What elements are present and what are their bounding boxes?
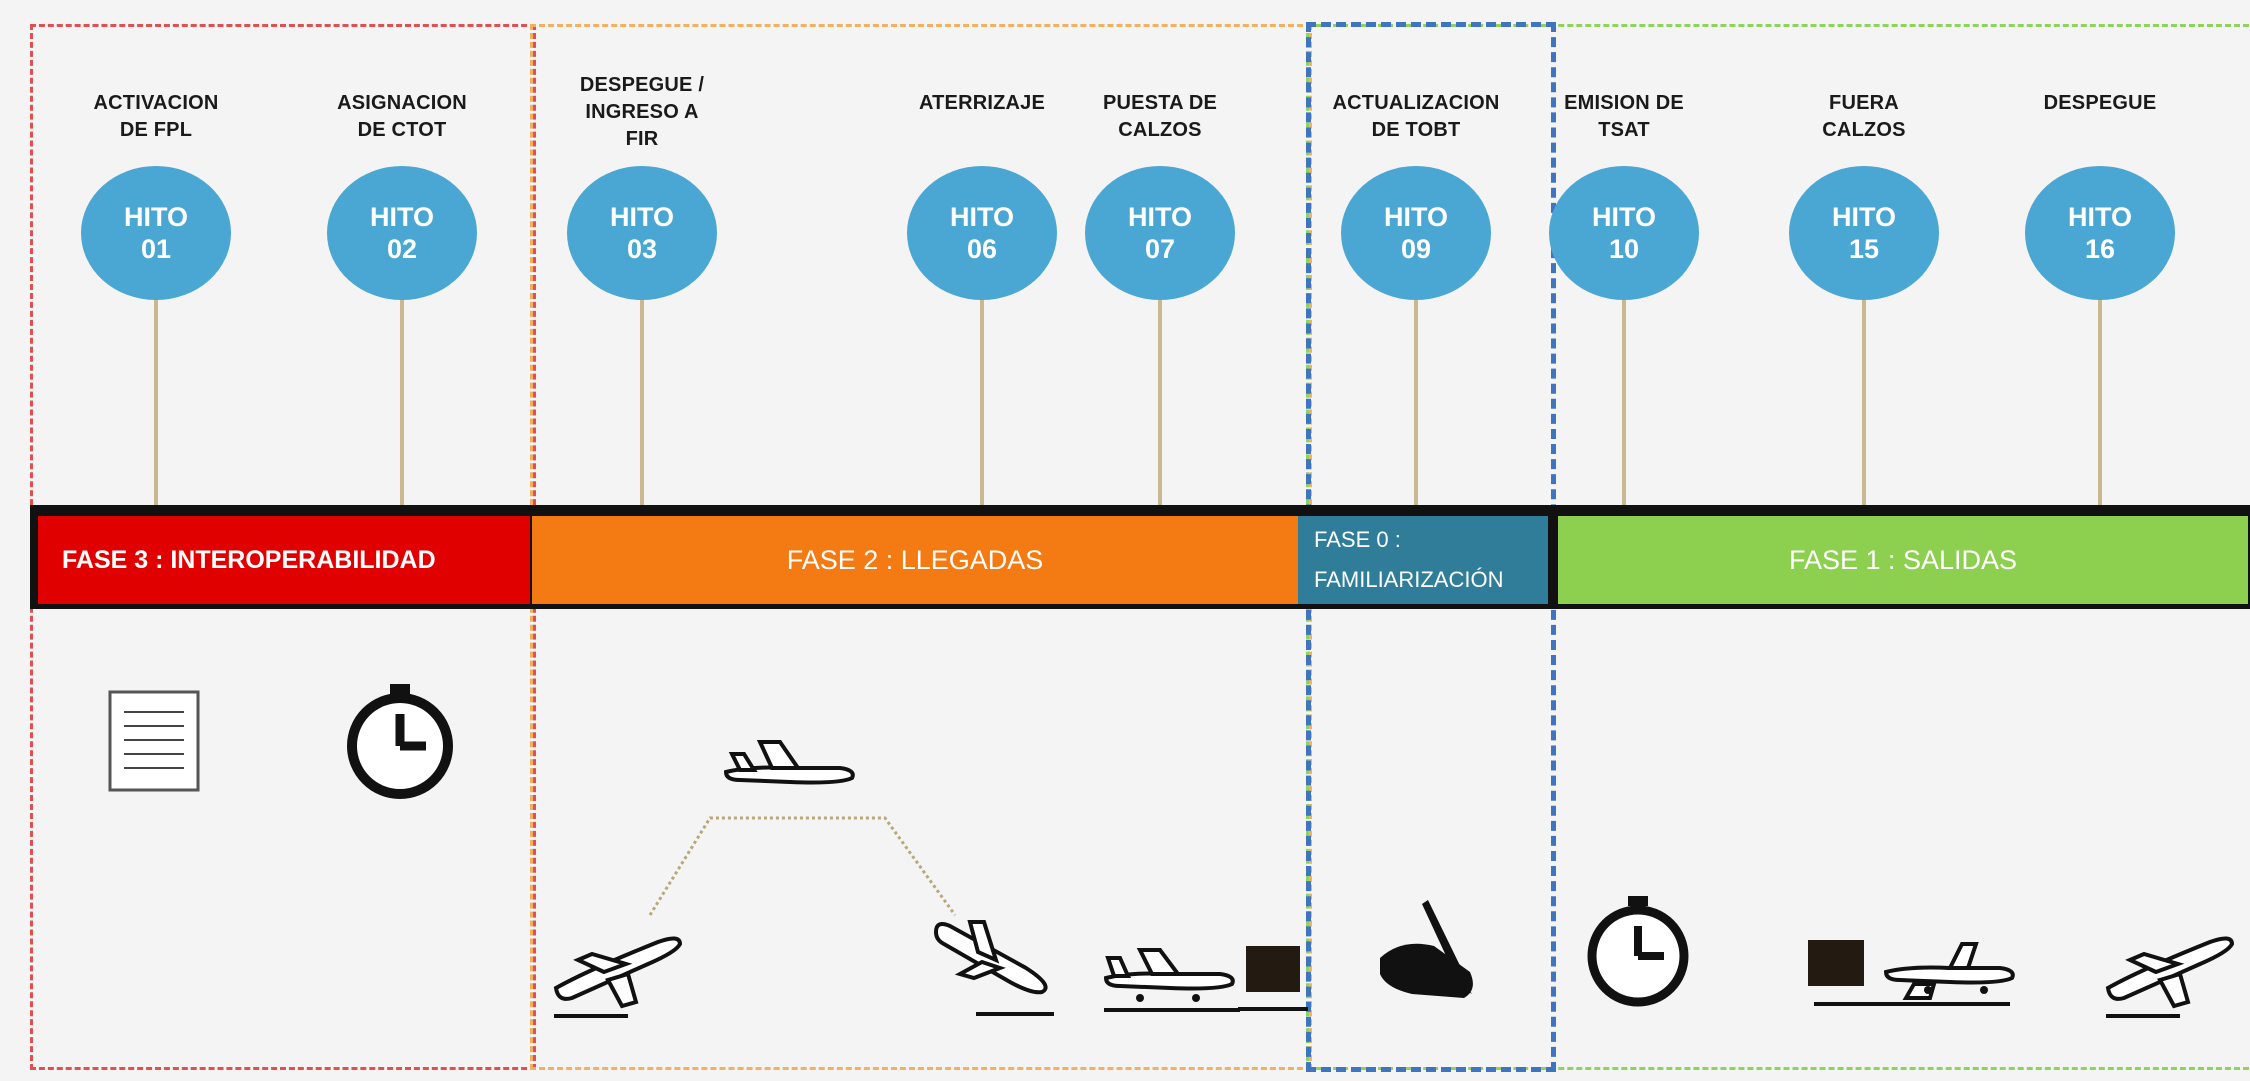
phase-fase1-label: FASE 1 : SALIDAS <box>1788 544 2018 575</box>
milestone-number: 07 <box>1144 234 1176 264</box>
milestone-label-h07: PUESTA DE CALZOS <box>1102 92 1218 141</box>
milestone-hito-text: HITO <box>369 202 434 232</box>
milestone-stem-h06 <box>980 290 984 510</box>
cargo-box-icon <box>1808 940 1864 986</box>
milestone-stem-h09 <box>1414 290 1418 510</box>
milestone-stem-h07 <box>1158 290 1162 510</box>
landing-plane-icon <box>933 920 1054 1016</box>
milestone-label-h01: ACTIVACION DE FPL <box>93 92 219 141</box>
phase-fase0: FASE 0 : FAMILIARIZACIÓN <box>1298 516 1548 604</box>
milestone-label-h06: ATERRIZAJE <box>918 92 1046 114</box>
flight-profile-line <box>648 816 957 916</box>
takeoff-plane-icon <box>2105 936 2235 1018</box>
phase-fase3-label: FASE 3 : INTEROPERABILIDAD <box>62 545 436 574</box>
milestone-hito-text: HITO <box>2067 202 2132 232</box>
phase-fase2: FASE 2 : LLEGADAS <box>532 516 1298 604</box>
milestone-stem-h10 <box>1622 290 1626 510</box>
milestone-stem-h15 <box>1862 290 1866 510</box>
milestone-hito-text: HITO <box>1127 202 1192 232</box>
milestone-stem-h16 <box>2098 290 2102 510</box>
stopwatch-icon <box>347 684 453 799</box>
milestone-number: 15 <box>1848 234 1880 264</box>
milestone-stem-h02 <box>400 290 404 510</box>
milestone-label-h15: FUERA CALZOS <box>1822 92 1906 141</box>
apron-line <box>1238 1007 1308 1011</box>
milestone-stem-h03 <box>640 290 644 510</box>
milestone-label-h02: ASIGNACION DE CTOT <box>337 92 467 141</box>
milestone-label-h03: DESPEGUE / INGRESO A FIR <box>579 74 705 150</box>
milestone-label-h09: ACTUALIZACION DE TOBT <box>1332 92 1500 141</box>
cargo-box-icon <box>1246 946 1300 992</box>
milestone-label-h16: DESPEGUE <box>2043 92 2157 114</box>
milestone-label-h10: EMISION DE TSAT <box>1564 92 1684 141</box>
hand-pen-icon <box>1380 900 1473 998</box>
milestone-number: 10 <box>1608 234 1640 264</box>
phase-fase3: FASE 3 : INTEROPERABILIDAD <box>38 516 530 604</box>
milestone-hito-text: HITO <box>123 202 188 232</box>
milestone-stem-h01 <box>154 290 158 510</box>
phase-fase1: FASE 1 : SALIDAS <box>1558 516 2248 604</box>
milestone-number: 02 <box>386 234 418 264</box>
cruising-plane-icon <box>723 740 855 785</box>
document-icon <box>108 690 200 792</box>
milestone-number: 01 <box>140 234 172 264</box>
taxiing-plane-icon <box>1814 942 2015 1006</box>
milestone-hito-text: HITO <box>1591 202 1656 232</box>
takeoff-plane-icon <box>553 936 683 1018</box>
milestone-number: 09 <box>1400 234 1432 264</box>
phase-fase2-label: FASE 2 : LLEGADAS <box>786 544 1044 575</box>
milestone-number: 03 <box>626 234 658 264</box>
milestone-hito-text: HITO <box>1383 202 1448 232</box>
taxiing-plane-icon <box>1103 948 1240 1012</box>
phase-fase0-line2: FAMILIARIZACIÓN <box>1314 567 1504 592</box>
milestone-hito-text: HITO <box>949 202 1014 232</box>
milestone-hito-text: HITO <box>609 202 674 232</box>
milestone-number: 16 <box>2084 234 2116 264</box>
phase-fase0-line1: FASE 0 : <box>1314 527 1401 552</box>
milestone-hito-text: HITO <box>1831 202 1896 232</box>
stopwatch-icon <box>1587 896 1689 1007</box>
milestone-number: 06 <box>966 234 998 264</box>
